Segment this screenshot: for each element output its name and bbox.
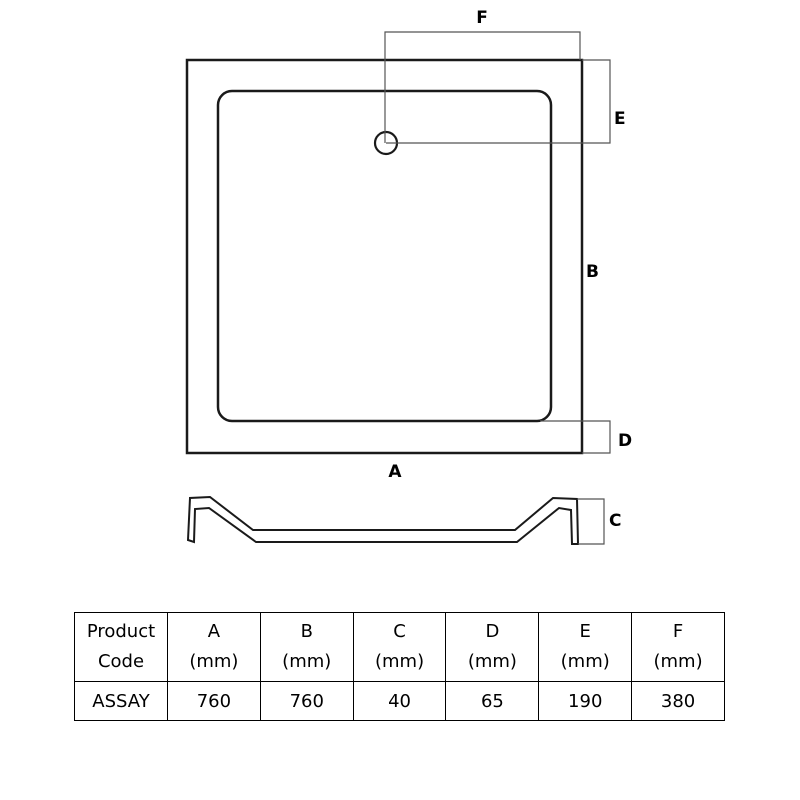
tray-side-profile (186, 495, 580, 545)
label-e: E (614, 109, 626, 129)
cell-f: 380 (631, 681, 725, 721)
dimension-d-bracket (540, 420, 611, 454)
header-b: B(mm) (259, 612, 354, 682)
label-a: A (388, 462, 402, 482)
label-c: C (609, 511, 621, 531)
cell-c: 40 (352, 681, 447, 721)
label-d: D (618, 431, 632, 451)
header-c: C(mm) (352, 612, 447, 682)
label-b: B (586, 262, 599, 282)
cell-d: 65 (445, 681, 540, 721)
header-f: F(mm) (631, 612, 725, 682)
cell-product-code: ASSAY (74, 681, 168, 721)
cell-b: 760 (259, 681, 354, 721)
label-f: F (476, 8, 488, 28)
header-d: D(mm) (445, 612, 540, 682)
header-e: E(mm) (538, 612, 633, 682)
shower-tray-diagram: F E B D A C (185, 8, 632, 545)
cell-a: 760 (167, 681, 261, 721)
dimension-e-bracket (386, 59, 611, 144)
header-a: A(mm) (167, 612, 261, 682)
dimension-f-bracket (384, 31, 581, 143)
table-row: ASSAY 760 760 40 65 190 380 (74, 681, 725, 721)
cell-e: 190 (538, 681, 633, 721)
dimension-c-bracket (577, 498, 605, 545)
